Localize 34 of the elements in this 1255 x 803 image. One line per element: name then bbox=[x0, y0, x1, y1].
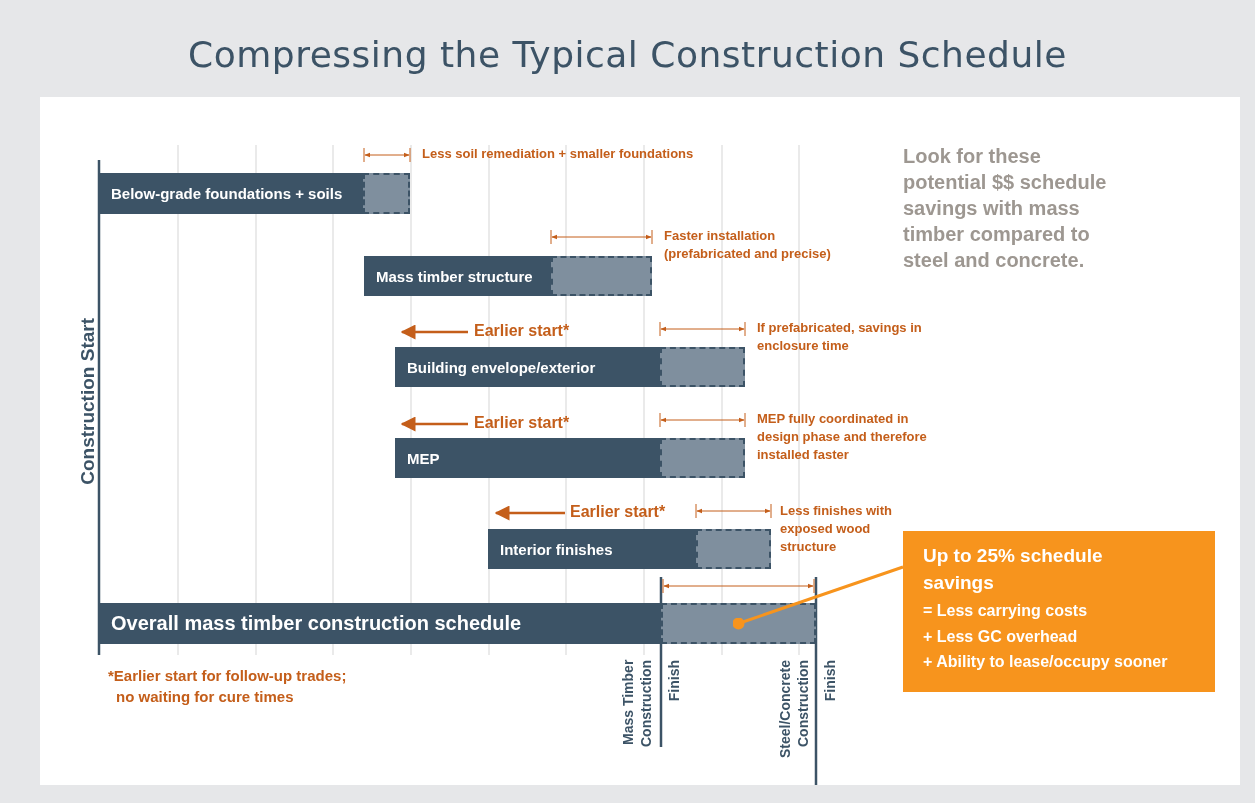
callout-box bbox=[903, 531, 1215, 692]
footnote: *Earlier start for follow-up trades; no waiting for cure times bbox=[108, 666, 348, 707]
axis-label: Mass Timber Construction bbox=[619, 660, 656, 750]
earlier-start-label: Earlier start* bbox=[474, 322, 570, 340]
savings-segment bbox=[696, 529, 771, 569]
callout-heading: Up to 25% schedule savings bbox=[923, 544, 1104, 595]
schedule-bar: Overall mass timber construction schedule bbox=[99, 603, 661, 644]
earlier-start-label: Earlier start* bbox=[570, 503, 666, 521]
callout-text: + Less GC overhead bbox=[923, 626, 1079, 647]
task-bar: MEP bbox=[395, 438, 660, 478]
savings-segment bbox=[551, 256, 652, 296]
annotation: MEP fully coordinated in design phase and therefore installed faster bbox=[757, 410, 928, 465]
title: Compressing the Typical Construction Schedule bbox=[187, 34, 1068, 75]
leader-line bbox=[732, 565, 904, 630]
axis-label: Steel/Concrete Construction bbox=[776, 660, 813, 761]
annotation: If prefabricated, savings in enclosure time bbox=[757, 319, 923, 356]
savings-segment bbox=[660, 438, 745, 478]
savings-segment bbox=[363, 173, 410, 214]
axis-label: Construction Start bbox=[76, 318, 99, 485]
callout-text: + Ability to lease/occupy sooner bbox=[923, 652, 1169, 673]
annotation: Less finishes with exposed wood structure bbox=[780, 502, 893, 557]
earlier-start-label: Earlier start* bbox=[474, 414, 570, 432]
task-bar: Below-grade foundations + soils bbox=[99, 173, 363, 214]
task-bar: Interior finishes bbox=[488, 529, 696, 569]
task-bar: Mass timber structure bbox=[364, 256, 551, 296]
side-note: Look for these potential $$ schedule savings with mass timber compared to steel and concrete. bbox=[903, 144, 1108, 273]
annotation: Faster installation (prefabricated and precise) bbox=[664, 227, 832, 264]
savings-segment bbox=[661, 603, 816, 644]
annotation: Less soil remediation + smaller foundations bbox=[422, 145, 695, 163]
axis-label: Finish bbox=[665, 660, 683, 702]
axis-label: Finish bbox=[821, 660, 839, 702]
callout-text: = Less carrying costs bbox=[923, 601, 1089, 622]
task-bar: Building envelope/exterior bbox=[395, 347, 660, 387]
savings-segment bbox=[660, 347, 745, 387]
